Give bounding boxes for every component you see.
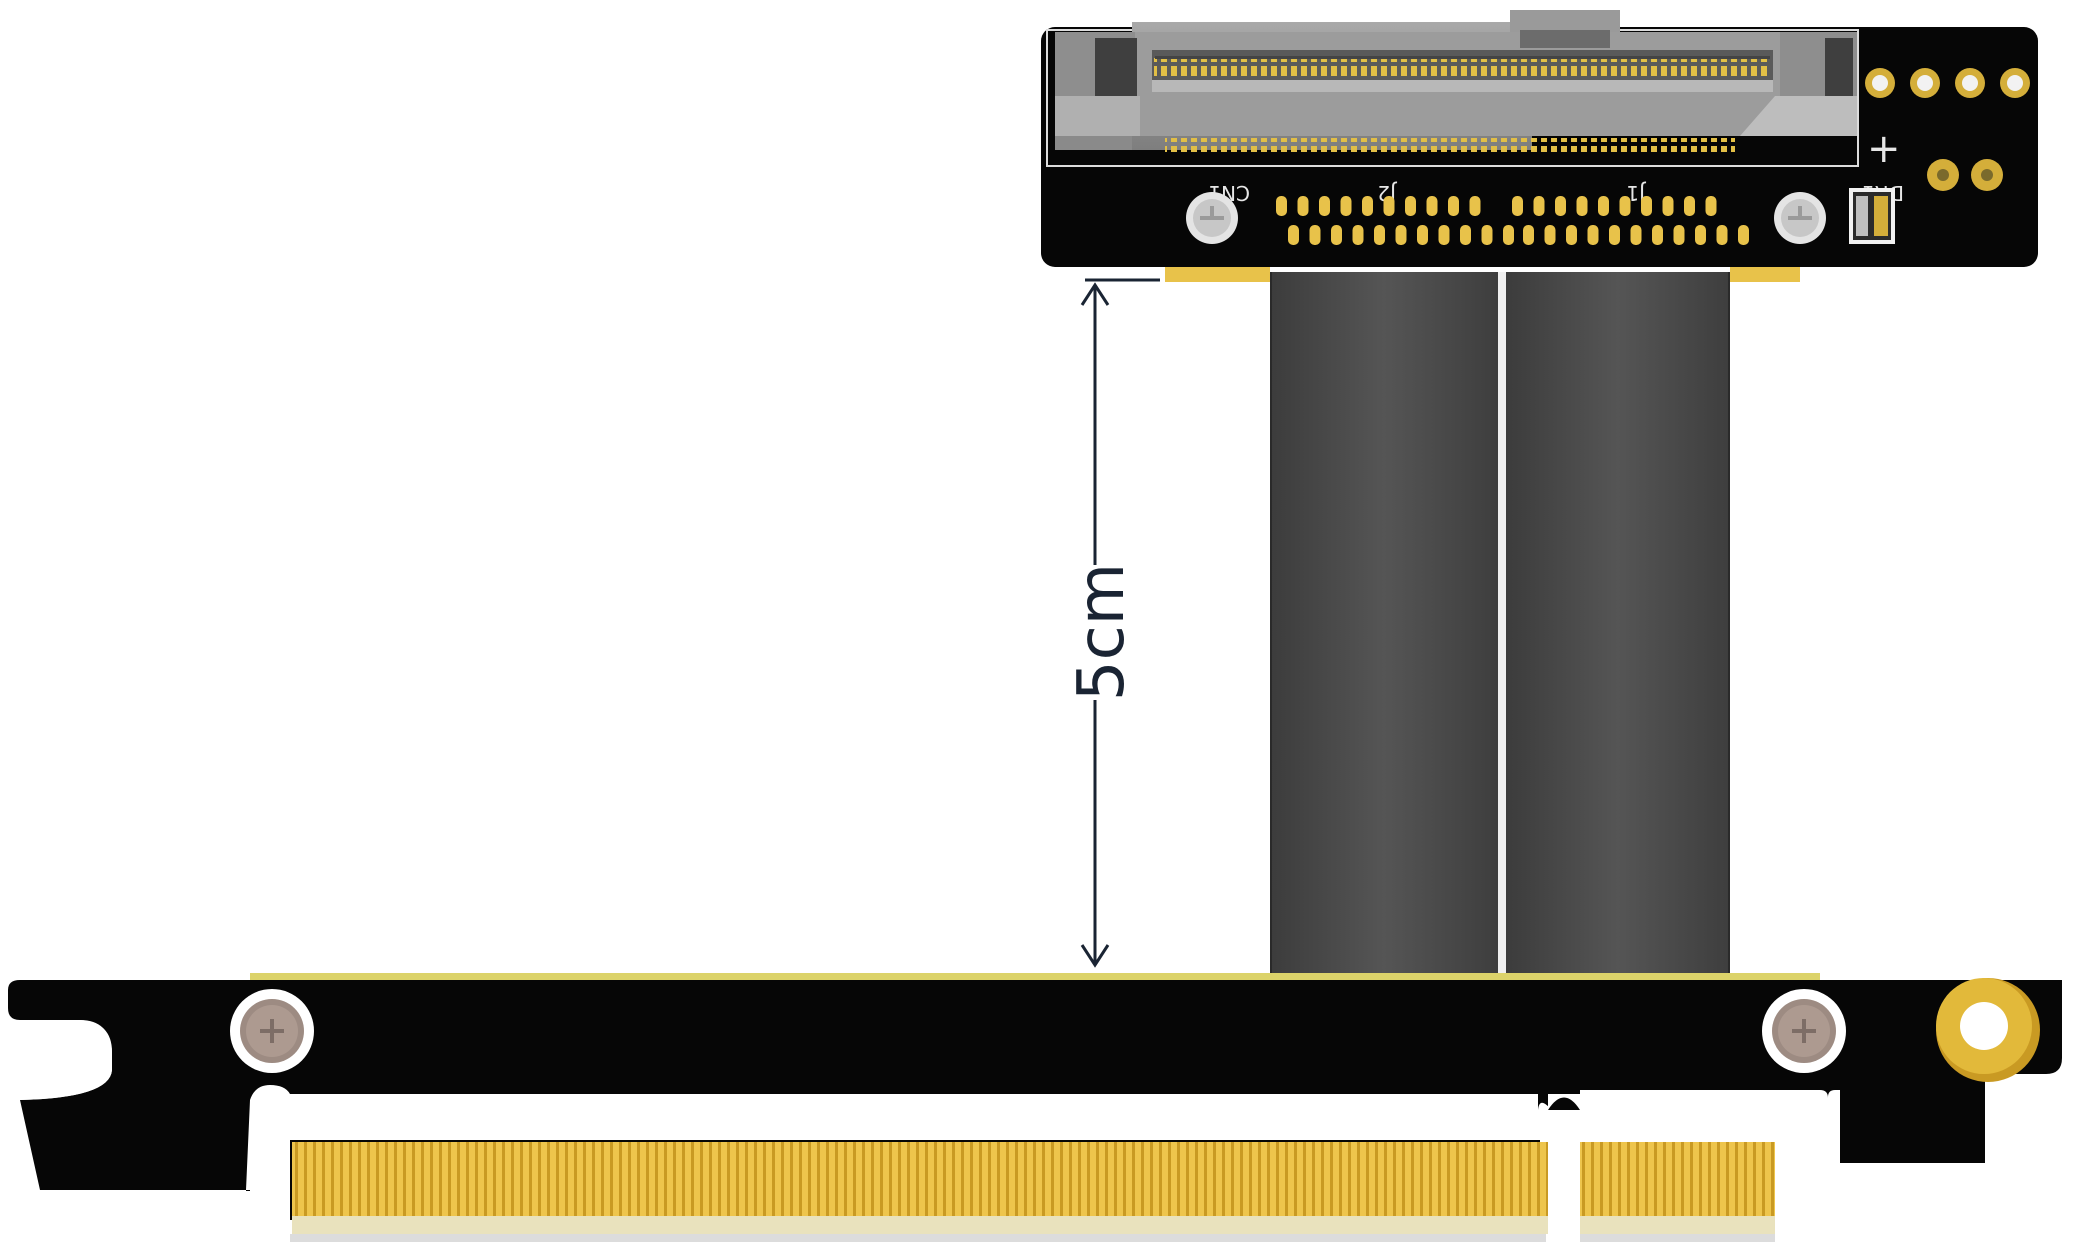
top-right-screw — [1774, 192, 1826, 244]
pcie-slot-connector — [1055, 10, 1857, 152]
solder-pad — [1503, 225, 1514, 245]
solder-pad — [1438, 225, 1450, 245]
solder-pad — [1512, 196, 1523, 216]
arrow-down-icon — [1080, 944, 1110, 968]
bottom-left-screw — [230, 989, 314, 1073]
solder-pad — [1417, 225, 1428, 245]
solder-pad — [1630, 225, 1642, 245]
solder-pad — [1405, 196, 1416, 216]
solder-pad — [1619, 196, 1631, 216]
solder-pad — [1684, 196, 1695, 216]
bottom-board-pcb — [8, 980, 2062, 1190]
solder-pad — [1374, 225, 1385, 245]
solder-pad — [1448, 196, 1459, 216]
solder-pad — [1598, 196, 1609, 216]
solder-pad — [1383, 196, 1395, 216]
gold-mounting-hole — [1936, 978, 2040, 1082]
solder-pad — [1641, 196, 1652, 216]
solder-pad — [1523, 225, 1534, 245]
solder-pad — [1340, 196, 1352, 216]
height-dimension: 5cm — [1065, 278, 1160, 968]
solder-pad — [1673, 225, 1685, 245]
solder-pad — [1395, 225, 1407, 245]
top-left-screw — [1186, 192, 1238, 244]
solder-pad — [1555, 196, 1566, 216]
bottom-board-yellow-strip — [250, 973, 1820, 981]
solder-pad — [1362, 196, 1373, 216]
solder-pad — [1276, 196, 1287, 216]
bottom-edge-board — [8, 973, 2062, 1242]
solder-pad — [1609, 225, 1620, 245]
solder-pad — [1460, 225, 1471, 245]
solder-pad — [1481, 225, 1493, 245]
power-header-pins — [1865, 68, 2030, 191]
key-notch — [1548, 1090, 1580, 1242]
solder-pad — [1576, 196, 1588, 216]
solder-pad — [1288, 225, 1299, 245]
bracket-tab-cutout — [20, 1020, 112, 1100]
cable-solder-pads — [1276, 196, 1749, 245]
solder-pad — [1738, 225, 1749, 245]
dimension-label: 5cm — [1065, 563, 1139, 701]
solder-pad — [1352, 225, 1364, 245]
silk-plus: + — [1867, 126, 1901, 172]
cable-left-strip — [1270, 272, 1498, 982]
solder-pad — [1533, 196, 1545, 216]
cable-right-strip — [1506, 272, 1730, 982]
solder-pad — [1469, 196, 1481, 216]
bottom-right-screw — [1762, 989, 1846, 1073]
solder-pad — [1426, 196, 1438, 216]
solder-pad — [1587, 225, 1599, 245]
gold-fingers-main-tip — [292, 1216, 1548, 1234]
dr1-component — [1849, 188, 1895, 244]
ribbon-cable — [1270, 272, 1730, 982]
solder-pad — [1695, 225, 1706, 245]
cable-gap — [1498, 272, 1506, 982]
solder-pad — [1297, 196, 1309, 216]
solder-pad — [1544, 225, 1556, 245]
solder-pad — [1705, 196, 1717, 216]
solder-pad — [1662, 196, 1674, 216]
solder-pad — [1331, 225, 1342, 245]
solder-pad — [1319, 196, 1330, 216]
solder-pad — [1652, 225, 1663, 245]
top-slot-board: CN1 J2 J1 DR1 + — [1041, 10, 2038, 282]
solder-pad — [1566, 225, 1577, 245]
arrow-up-icon — [1080, 282, 1110, 306]
solder-pad — [1309, 225, 1321, 245]
solder-pad — [1716, 225, 1728, 245]
